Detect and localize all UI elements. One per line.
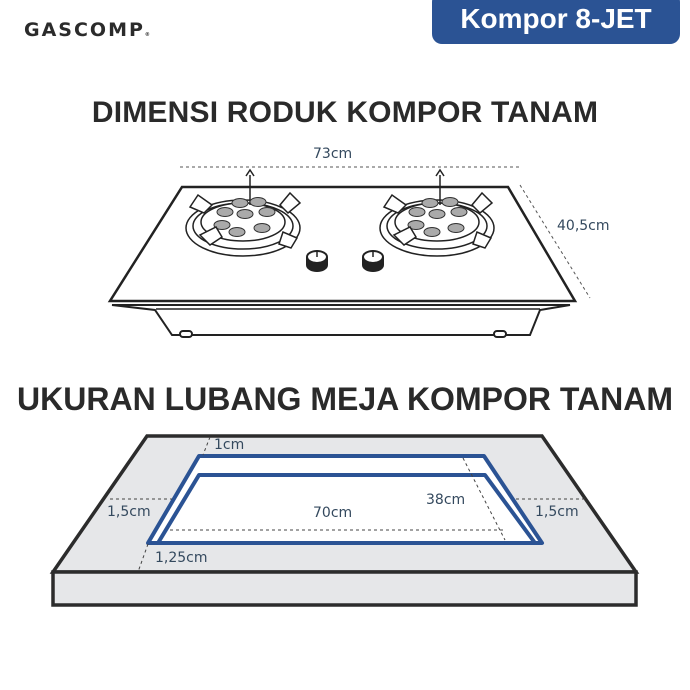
- knob-icon: [306, 250, 328, 272]
- section-title-cutout: UKURAN LUBANG MEJA KOMPOR TANAM: [17, 381, 673, 417]
- section-title-dimensions: DIMENSI RODUK KOMPOR TANAM: [91, 96, 599, 129]
- hole-width-label: 70cm: [313, 505, 353, 521]
- brand-logo: GASCOMP®: [24, 19, 150, 41]
- product-badge: Kompor 8-JET: [432, 0, 680, 44]
- stove-illustration: [107, 166, 591, 338]
- brand-name: GASCOMP: [24, 19, 145, 41]
- left-margin-label: 1,5cm: [107, 504, 151, 520]
- width-label: 73cm: [313, 146, 353, 162]
- knob-icon: [362, 250, 384, 272]
- burner-icon: [379, 168, 495, 257]
- badge-label: Kompor 8-JET: [460, 3, 652, 34]
- top-margin-label: 1cm: [214, 437, 245, 453]
- bottom-margin-label: 1,25cm: [155, 550, 208, 566]
- registered-mark: ®: [144, 32, 150, 38]
- depth-label: 40,5cm: [557, 218, 610, 234]
- countertop-illustration: [49, 434, 640, 607]
- burner-icon: [185, 168, 302, 257]
- hole-depth-label: 38cm: [426, 492, 466, 508]
- right-margin-label: 1,5cm: [535, 504, 579, 520]
